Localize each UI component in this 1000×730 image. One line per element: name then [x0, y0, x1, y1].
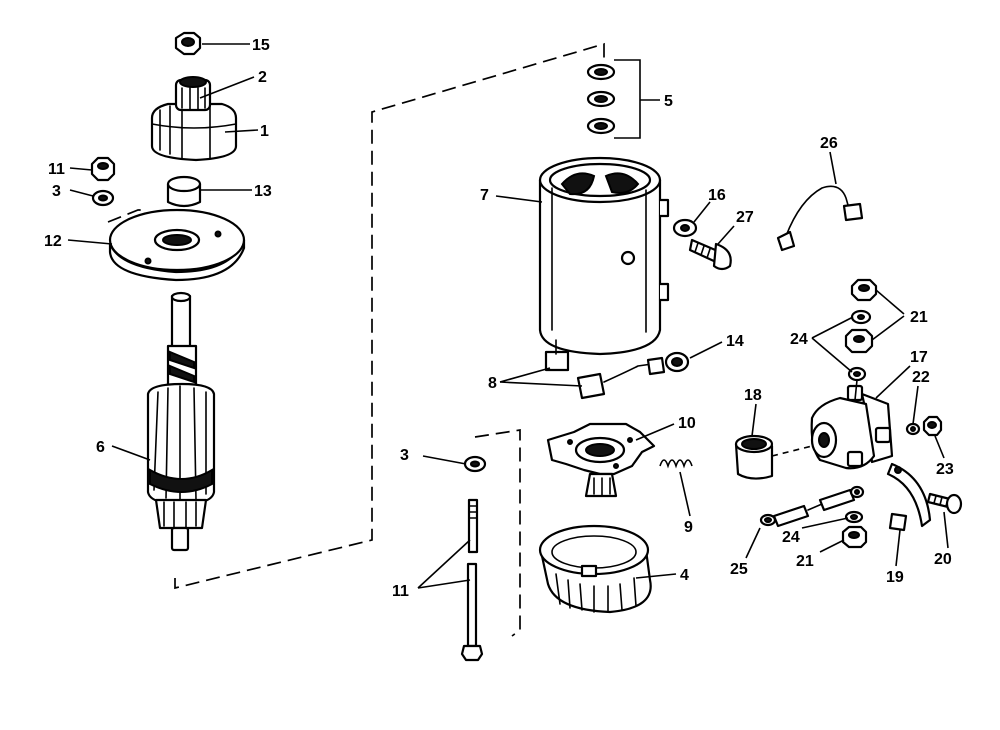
callout-26: 26	[820, 135, 838, 152]
bolt-27	[688, 238, 732, 271]
callout-23: 23	[936, 461, 954, 478]
end-plate-12	[108, 208, 246, 282]
brush-plate-10	[546, 422, 656, 498]
callout-17: 17	[910, 349, 928, 366]
pinion-gear-2	[174, 76, 212, 112]
callout-8: 8	[488, 375, 497, 392]
callout-19: 19	[886, 569, 904, 586]
leader-lines	[67, 43, 949, 589]
callout-10: 10	[678, 415, 696, 432]
nut-23	[922, 415, 943, 437]
callout-3-left: 3	[52, 183, 61, 200]
drive-assembly-1	[150, 102, 238, 162]
assembly-line-main	[174, 42, 605, 590]
callout-14: 14	[726, 333, 744, 350]
callout-15: 15	[252, 37, 270, 54]
nut-21-middle	[844, 328, 874, 354]
callout-13: 13	[254, 183, 272, 200]
callout-3-middle: 3	[400, 447, 409, 464]
solenoid-17	[810, 379, 894, 470]
nut-11-left	[90, 156, 116, 182]
washer-3-middle	[463, 455, 487, 473]
through-bolts-11	[460, 498, 484, 662]
callout-4: 4	[680, 567, 689, 584]
armature-6	[146, 291, 216, 552]
cable-25	[759, 485, 865, 528]
nut-21-lower	[841, 525, 868, 549]
callout-22: 22	[912, 369, 930, 386]
washer-3-left	[91, 189, 115, 207]
callout-7: 7	[480, 187, 489, 204]
washer-24-top	[850, 309, 872, 325]
bushing-13	[166, 175, 202, 208]
callout-2: 2	[258, 69, 267, 86]
assembly-line-through-bolt	[474, 429, 521, 637]
callout-9: 9	[684, 519, 693, 536]
field-frame-7	[538, 156, 670, 356]
callout-11-left: 11	[48, 161, 65, 178]
callout-1: 1	[260, 123, 269, 140]
callout-6: 6	[96, 439, 105, 456]
field-leads-8	[544, 339, 666, 400]
boot-18	[734, 434, 813, 480]
springs-9	[659, 459, 693, 469]
callout-25: 25	[730, 561, 748, 578]
callout-21-lower: 21	[796, 553, 814, 570]
washers-5	[586, 59, 641, 139]
callout-18: 18	[744, 387, 762, 404]
washer-24-middle	[847, 366, 867, 382]
callout-11-lower: 11	[392, 583, 409, 600]
callout-16: 16	[708, 187, 726, 204]
callout-5: 5	[664, 93, 673, 110]
nut-21-top	[850, 278, 878, 302]
callout-20: 20	[934, 551, 952, 568]
nut-14	[664, 351, 690, 373]
washer-24-lower	[844, 510, 864, 524]
callout-24-lower: 24	[782, 529, 800, 546]
screw-20	[926, 492, 963, 515]
end-housing-4	[538, 524, 652, 614]
callout-24-top: 24	[790, 331, 808, 348]
washer-16	[672, 218, 698, 238]
callout-21-top: 21	[910, 309, 928, 326]
bracket-19	[886, 462, 932, 532]
cable-26	[776, 185, 864, 252]
callout-27: 27	[736, 209, 754, 226]
nut-15	[174, 31, 202, 56]
callout-12: 12	[44, 233, 62, 250]
washer-22	[905, 422, 921, 436]
callout-labels: 15 2 1 11 3 13 12 6 5 7 16 27 26 21 24 1…	[44, 37, 954, 600]
